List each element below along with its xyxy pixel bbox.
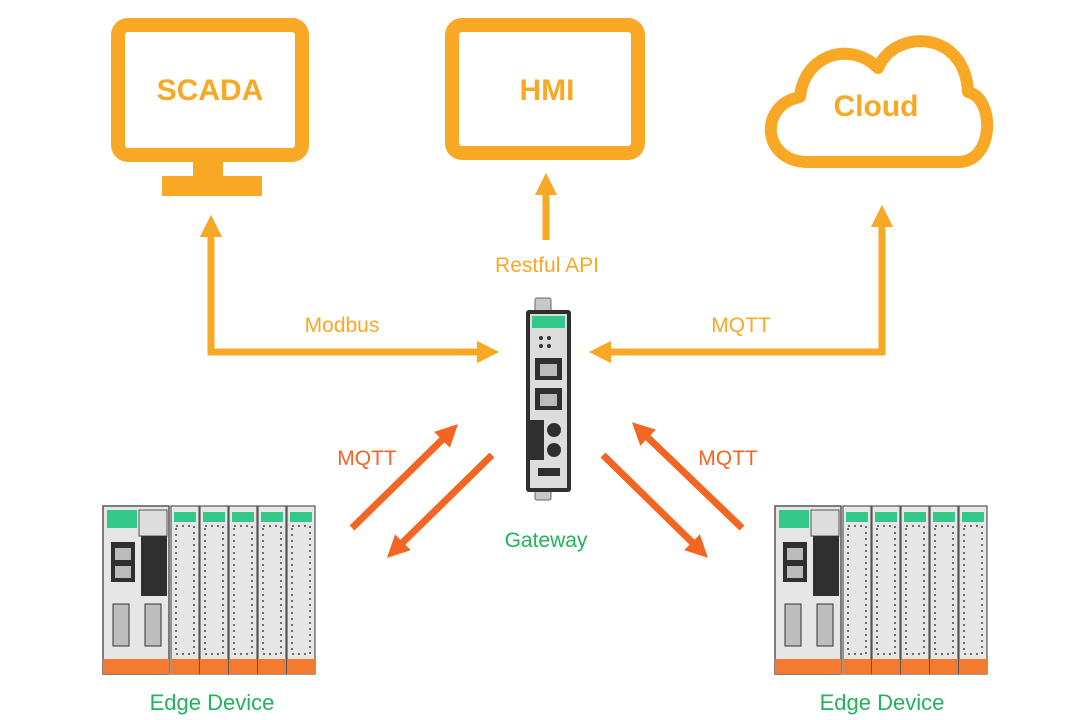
edge-device-right-icon [774,505,988,675]
edge-device-right-label: Edge Device [820,690,945,715]
mqtt-left-connector [349,424,495,558]
edge-device-left-label: Edge Device [150,690,275,715]
mqtt-cloud-connector [588,204,894,364]
cloud-icon [764,35,993,168]
gateway-label: Gateway [505,529,588,552]
mqtt-right-connector [600,422,745,558]
modbus-connector [199,214,500,364]
modbus-label: Modbus [305,314,380,337]
gateway-device-icon [526,297,571,501]
restful-label: Restful API [495,254,599,277]
mqtt-left-label: MQTT [337,447,397,470]
hmi-screen-icon [445,18,645,160]
edge-device-left-icon [102,505,316,675]
mqtt-cloud-label: MQTT [711,314,771,337]
hmi-label: HMI [520,74,575,107]
scada-monitor-icon [111,18,309,196]
cloud-label: Cloud [834,90,919,123]
mqtt-right-label: MQTT [698,447,758,470]
scada-label: SCADA [157,74,264,107]
